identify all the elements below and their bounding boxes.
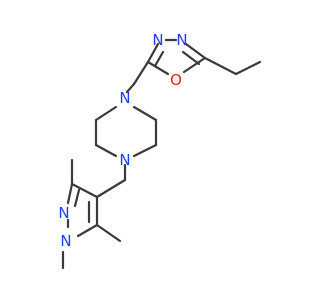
atom-piperazine-n-top: N bbox=[119, 89, 130, 107]
bonds bbox=[61, 38, 262, 270]
bond-pip-cl1-ntop bbox=[94, 105, 118, 122]
bond-n3-c2-double bbox=[153, 50, 165, 68]
bond-pip-ntop-cr1 bbox=[132, 105, 158, 122]
bond-pip-cr2-nbot bbox=[132, 143, 158, 158]
bond-n3-c2 bbox=[146, 42, 160, 64]
bond-c2-ch2 bbox=[132, 60, 150, 86]
bond-c2-o1 bbox=[146, 60, 170, 76]
atom-pyrazole-n2: N bbox=[58, 204, 69, 222]
bond-c5-n4-double bbox=[181, 50, 201, 66]
bond-c4-c3 bbox=[70, 182, 99, 199]
bond-ch2-c4 bbox=[95, 178, 127, 199]
bond-n1-c5 bbox=[76, 223, 99, 238]
atom-oxadiazole-n4: N bbox=[176, 31, 187, 49]
atom-labels: N N O N N N N bbox=[58, 31, 187, 250]
atom-oxadiazole-n3: N bbox=[152, 31, 163, 49]
molecule-canvas: N N O N N N N bbox=[58, 31, 262, 270]
bond-c3-n2 bbox=[66, 182, 74, 205]
bond-o1-c5 bbox=[182, 56, 207, 74]
bond-c5-methyl bbox=[95, 223, 122, 243]
atom-pyrazole-n1: N bbox=[60, 232, 71, 250]
bond-ethyl-ch3-ch2 bbox=[234, 60, 262, 76]
bond-pip-nbot-cl2 bbox=[94, 143, 118, 158]
atom-oxadiazole-o1: O bbox=[170, 71, 182, 89]
bond-ch2-n-top bbox=[125, 82, 136, 94]
bond-c3-n2-double bbox=[73, 188, 81, 208]
atom-piperazine-n-bottom: N bbox=[119, 151, 130, 169]
molecule-structure: N N O N N N N bbox=[58, 31, 262, 270]
bond-c5-n4 bbox=[184, 42, 207, 60]
bond-ethyl-ch2-c5 bbox=[203, 56, 238, 76]
